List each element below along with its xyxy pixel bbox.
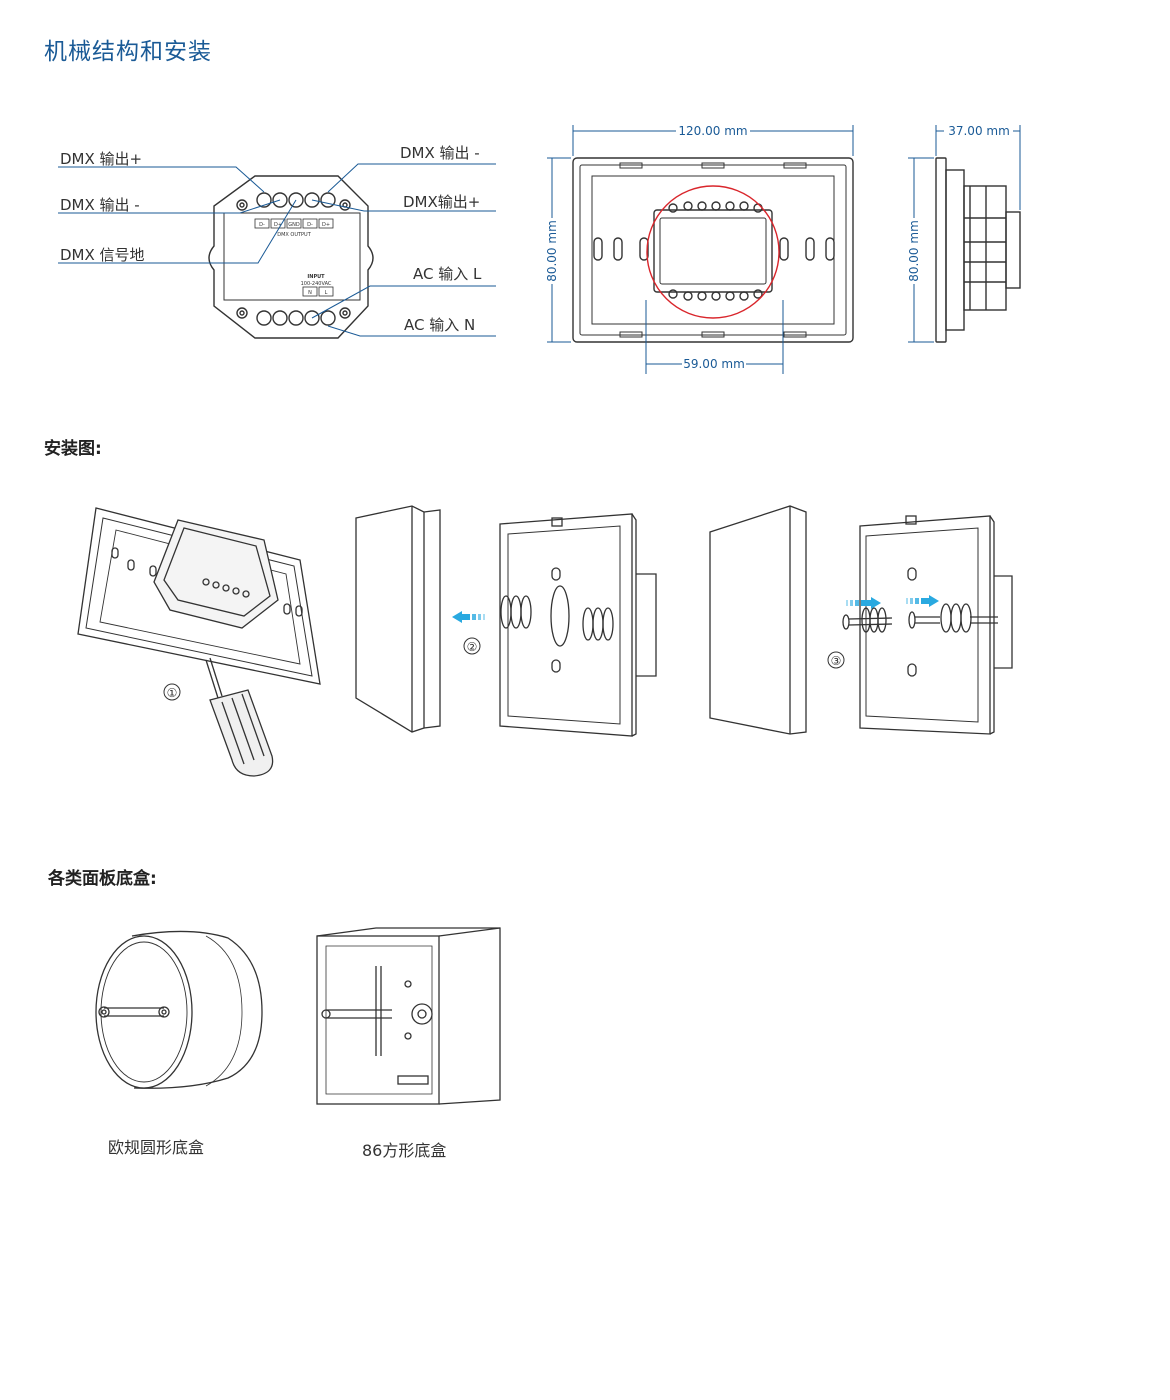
round-box-caption: 欧规圆形底盒 xyxy=(108,1138,205,1157)
install-step-1-illustration xyxy=(77,507,321,777)
round-box-illustration xyxy=(95,930,263,1089)
callout-dmx-out-plus-left: DMX 输出+ xyxy=(60,150,143,168)
callout-dmx-out-plus-right: DMX输出+ xyxy=(403,193,481,211)
callout-ac-in-n: AC 输入 N xyxy=(404,316,476,334)
cutout-width-dimension: 59.00 mm xyxy=(683,357,745,371)
module-labels: D- D+ GND D- D+ DMX OUTPUT INPUT 100-240… xyxy=(259,222,332,296)
terminal-label: D- xyxy=(307,222,313,228)
step-3-marker: ③ xyxy=(831,654,842,668)
input-label: INPUT xyxy=(307,274,325,280)
front-dimension-lines xyxy=(547,125,854,374)
callout-dmx-out-minus-left: DMX 输出 - xyxy=(60,196,140,214)
terminal-label: D- xyxy=(259,222,265,228)
page-title: 机械结构和安装 xyxy=(44,39,212,65)
terminal-label: GND xyxy=(288,222,300,228)
input-terminal-n: N xyxy=(308,290,312,296)
terminal-label: D+ xyxy=(274,222,282,228)
front-width-dimension: 120.00 mm xyxy=(678,124,747,138)
square-box-illustration xyxy=(316,927,501,1105)
square-box-caption: 86方形底盒 xyxy=(362,1141,447,1160)
side-view xyxy=(935,157,1021,343)
callout-lines xyxy=(58,163,496,337)
top-terminals xyxy=(256,192,336,208)
arrow-icon-step-3a xyxy=(846,597,881,609)
terminal-label: D+ xyxy=(322,222,330,228)
bottom-terminals xyxy=(256,310,336,326)
highlight-circle xyxy=(646,185,780,319)
input-voltage: 100-240VAC xyxy=(301,281,332,287)
front-view xyxy=(572,157,854,343)
output-label: DMX OUTPUT xyxy=(277,232,312,238)
step-1-marker: ① xyxy=(167,686,178,700)
arrow-icon-step-2 xyxy=(452,611,485,623)
install-heading: 安装图: xyxy=(44,439,102,459)
side-height-dimension: 80.00 mm xyxy=(907,220,921,282)
callout-dmx-signal-ground: DMX 信号地 xyxy=(60,246,145,264)
front-height-dimension: 80.00 mm xyxy=(545,220,559,282)
callout-ac-in-l: AC 输入 L xyxy=(413,265,482,283)
arrow-icon-step-3b xyxy=(906,595,939,607)
boxes-heading: 各类面板底盒: xyxy=(48,869,157,889)
side-dimension-lines xyxy=(908,125,1021,343)
install-step-2-illustration xyxy=(355,505,657,737)
module-wiring-diagram xyxy=(208,175,374,339)
side-depth-dimension: 37.00 mm xyxy=(948,124,1010,138)
step-2-marker: ② xyxy=(467,640,478,654)
install-step-3-illustration xyxy=(709,505,1013,735)
callout-dmx-out-minus-right: DMX 输出 - xyxy=(400,144,480,162)
input-terminal-l: L xyxy=(325,290,328,296)
